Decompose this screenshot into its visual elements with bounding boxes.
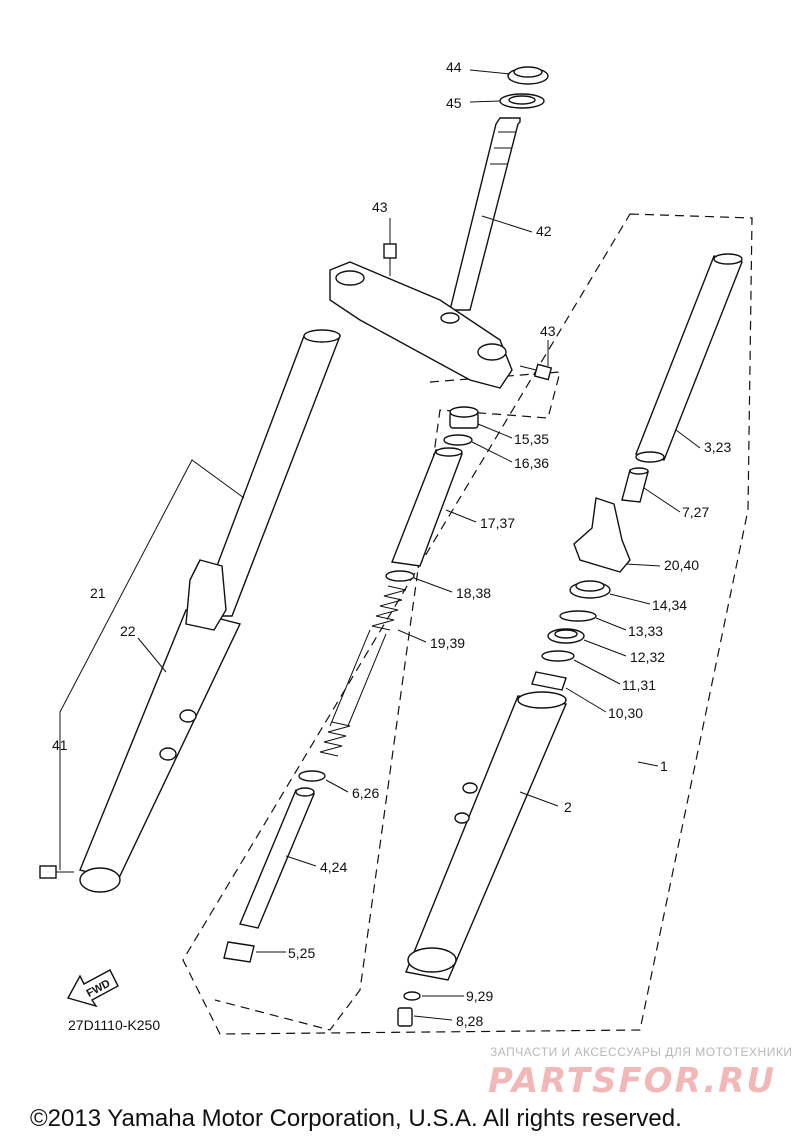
callout-16-36: 16,36	[514, 455, 549, 471]
spring-seat	[385, 570, 415, 582]
callout-43-top: 43	[372, 199, 388, 215]
callout-5-25: 5,25	[288, 945, 315, 961]
callout-22: 22	[120, 623, 136, 639]
copyright-notice: ©2013 Yamaha Motor Corporation, U.S.A. A…	[30, 1105, 682, 1132]
bolt-43-side	[519, 363, 553, 381]
callout-8-28: 8,28	[456, 1013, 483, 1029]
inner-tube-left	[196, 329, 342, 617]
callout-42: 42	[536, 223, 552, 239]
rebound-spring	[223, 941, 255, 963]
callout-45: 45	[446, 95, 462, 111]
fwd-arrow-icon: FWD	[66, 969, 119, 1008]
diagram-code: 27D1110-K250	[68, 1017, 160, 1033]
damper-rod	[239, 787, 315, 929]
callout-20-40: 20,40	[664, 557, 699, 573]
dust-seal	[569, 580, 611, 599]
callout-19-39: 19,39	[430, 635, 465, 651]
cap-bolt	[449, 406, 479, 429]
fork-guard	[573, 497, 631, 573]
callout-6-26: 6,26	[352, 785, 379, 801]
slide-bushing	[531, 671, 567, 691]
leader-lines	[59, 69, 701, 1021]
piston-ring	[298, 770, 326, 782]
callout-3-23: 3,23	[704, 439, 731, 455]
outer-tube-right	[405, 691, 567, 981]
assembly-outline-1	[182, 213, 753, 1035]
watermark-brand: PARTSFOR.RU	[488, 1061, 776, 1101]
drain-bolt	[397, 1007, 413, 1027]
inner-tube-right	[635, 253, 743, 463]
callout-43-side: 43	[540, 323, 556, 339]
callout-21: 21	[90, 585, 106, 601]
callout-14-34: 14,34	[652, 597, 687, 613]
steering-nut	[507, 66, 549, 85]
fork-spring	[319, 585, 407, 757]
o-ring	[443, 434, 473, 446]
callout-1: 1	[660, 758, 668, 774]
watermark-subtitle: ЗАПЧАСТИ И АКСЕССУАРЫ ДЛЯ МОТОТЕХНИКИ	[490, 1045, 792, 1059]
bearing-race	[499, 93, 545, 109]
callout-labels: 44 45 43 42 43 15,35 16,36 3,23 17,37 7,…	[52, 59, 731, 1029]
callout-44: 44	[446, 59, 462, 75]
callout-13-33: 13,33	[628, 623, 663, 639]
callout-15-35: 15,35	[514, 431, 549, 447]
callout-7-27: 7,27	[682, 504, 709, 520]
callout-11-31: 11,31	[622, 677, 656, 693]
retaining-clip	[559, 610, 597, 622]
callout-12-32: 12,32	[630, 649, 665, 665]
callout-2: 2	[564, 799, 572, 815]
bolt-41	[39, 865, 74, 879]
callout-41: 41	[52, 737, 68, 753]
callout-10-30: 10,30	[608, 705, 643, 721]
outer-tube-left	[79, 559, 241, 893]
lower-bracket	[329, 261, 513, 389]
slide-bushing-top	[621, 467, 649, 503]
spacer	[391, 447, 463, 567]
bolt-43-top	[383, 243, 397, 276]
callout-9-29: 9,29	[466, 988, 493, 1004]
callout-18-38: 18,38	[456, 585, 491, 601]
copper-washer	[403, 991, 421, 1001]
oil-seal	[547, 628, 585, 644]
assembly-outline-inner	[214, 371, 561, 1031]
callout-4-24: 4,24	[320, 859, 347, 875]
washer	[541, 650, 575, 662]
steering-stem	[449, 117, 521, 311]
callout-17-37: 17,37	[480, 515, 515, 531]
